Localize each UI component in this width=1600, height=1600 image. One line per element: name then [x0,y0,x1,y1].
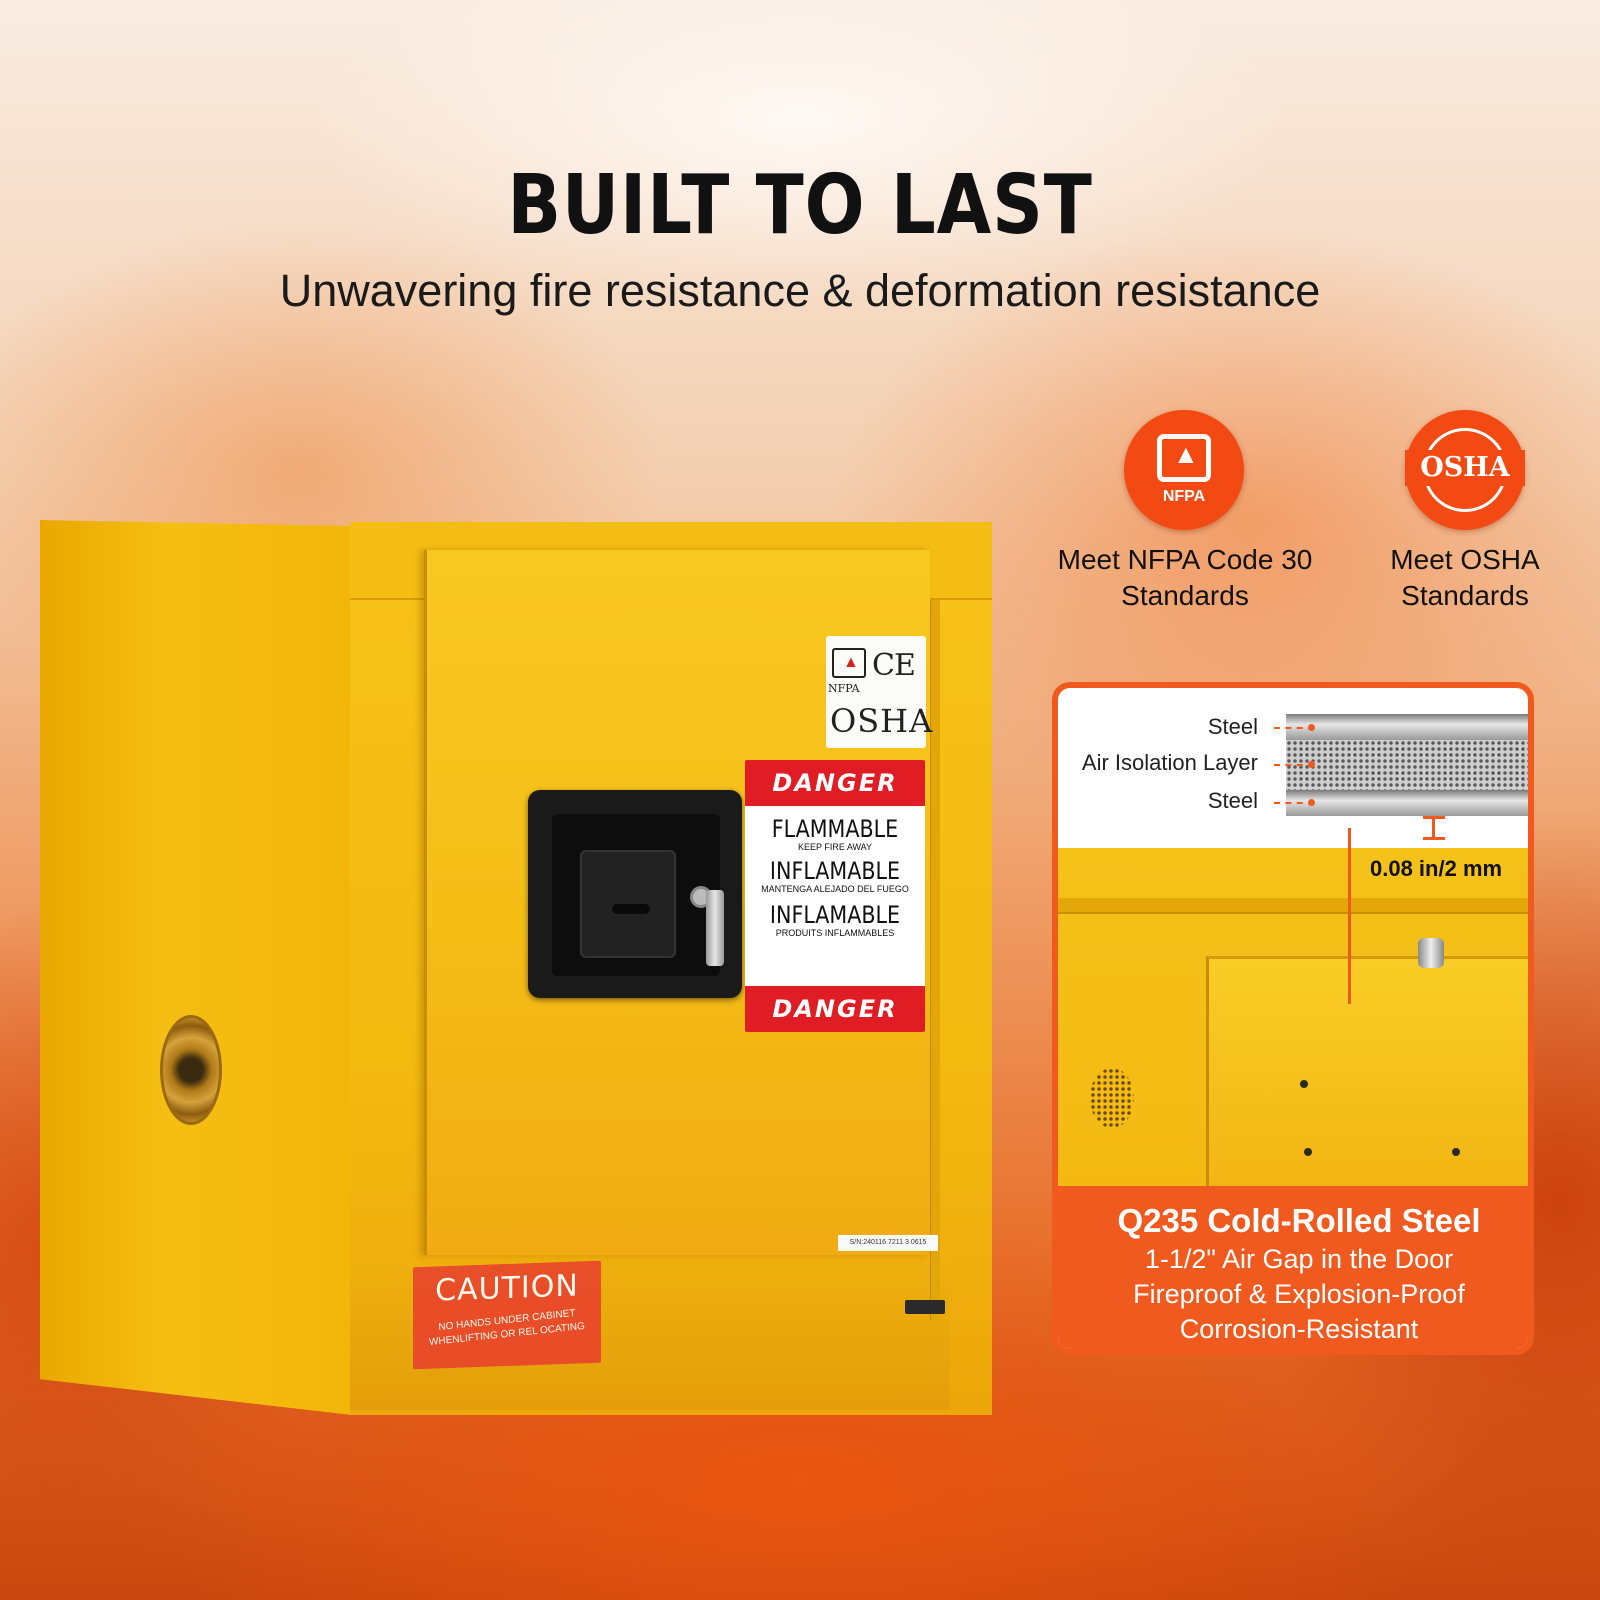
page-title: BUILT TO LAST [507,158,1093,253]
danger-bottom-band: DANGER [745,986,925,1032]
nfpa-mini-label: NFPA [828,682,860,695]
certification-plate: ▲ NFPA CE OSHA [826,636,932,748]
key-icon [706,890,724,966]
material-panel: Steel Air Isolation Layer Steel 0.08 in/… [1052,682,1534,1355]
layer-label-steel-top: Steel [1207,714,1258,739]
air-isolation-layer [1286,740,1528,790]
steel-layer-top [1286,714,1528,740]
flammable-subtext: KEEP FIRE AWAY [797,842,873,852]
cabinet-side-rail [930,600,940,1320]
feature-corrosion: Corrosion-Resistant [1179,1314,1419,1344]
material-title: Q235 Cold-Rolled Steel [1117,1202,1481,1239]
layer-label-air: Air Isolation Layer [1081,750,1258,775]
danger-top-band: DANGER [745,760,925,806]
ce-mark: CE [872,648,916,683]
steel-layer-bottom [1286,790,1528,816]
nfpa-mini-icon: ▲ [832,648,866,678]
material-spec-footer: Q235 Cold-Rolled Steel 1-1/2" Air Gap in… [1058,1186,1528,1349]
page-subtitle: Unwavering fire resistance & deformation… [279,265,1321,316]
cabinet-closeup-photo [1058,848,1528,1188]
osha-mini-label: OSHA [830,702,934,740]
inflamable-fr-text: INFLAMABLE [769,901,901,929]
door-latch [528,790,742,998]
feature-fireproof: Fireproof & Explosion-Proof [1133,1279,1465,1309]
danger-label: DANGER FLAMMABLE KEEP FIRE AWAY INFLAMAB… [745,760,925,1032]
inflamable-es-text: INFLAMABLE [769,857,901,885]
inflamable-es-subtext: MANTENGA ALEJADO DEL FUEGO [761,884,909,894]
nfpa-badge-label: NFPA [1162,488,1206,505]
rivet [1300,1080,1308,1088]
feature-air-gap: 1-1/2" Air Gap in the Door [1144,1244,1454,1274]
flammable-text: FLAMMABLE [771,815,899,843]
closeup-door [1206,956,1528,1188]
rivet [1452,1148,1460,1156]
osha-badge-label: OSHA [1405,450,1525,486]
osha-standard-text: Meet OSHA Standards [1390,544,1540,611]
osha-icon: OSHA [1405,410,1525,530]
thickness-marker [1423,816,1445,840]
cabinet-foot [905,1300,945,1314]
caution-label: CAUTION NO HANDS UNDER CABINET WHENLIFTI… [413,1260,601,1370]
cabinet-side-panel [40,520,352,1415]
latch-handle [580,850,676,958]
nfpa-icon: ▲ NFPA [1124,410,1244,530]
layer-label-steel-bottom: Steel [1207,788,1258,813]
nfpa-standard-text: Meet NFPA Code 30 Standards [1057,544,1313,611]
closeup-latch-icon [1418,938,1444,968]
inflamable-fr-subtext: PRODUITS INFLAMMABLES [775,928,895,938]
callout-line [1348,828,1351,1004]
closeup-vent-icon [1090,1068,1134,1128]
rivet [1304,1148,1312,1156]
thickness-value: 0.08 in/2 mm [1370,856,1503,881]
side-vent [160,1015,222,1125]
serial-number: S/N:240116 7211 3 0615 [838,1235,938,1251]
